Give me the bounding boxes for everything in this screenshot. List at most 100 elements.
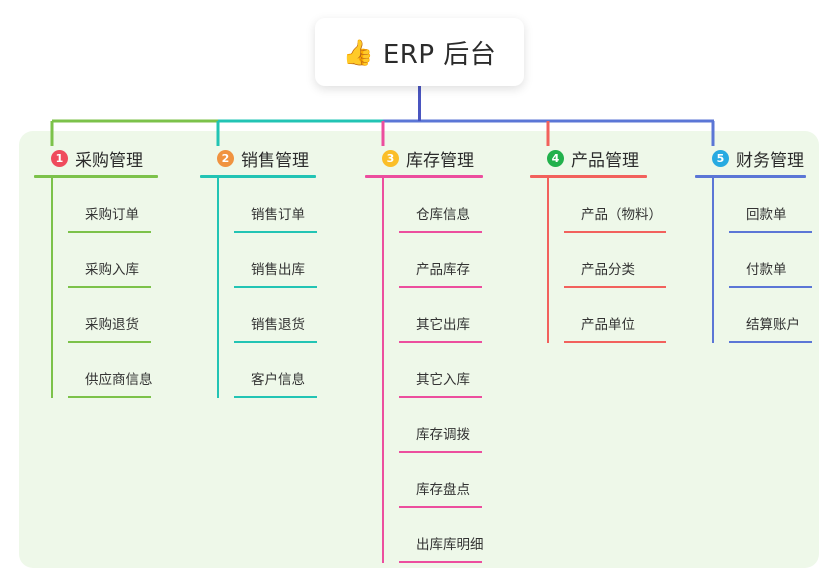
leaf-node-underline [399, 341, 482, 343]
leaf-node[interactable]: 库存调拨 [382, 398, 483, 453]
leaf-node-label: 其它出库 [416, 317, 470, 333]
leaf-node-label: 产品库存 [416, 262, 470, 278]
branch-title: 产品管理 [571, 150, 639, 171]
leaf-node-underline [234, 341, 317, 343]
leaf-node-underline [68, 396, 151, 398]
branch-column-5: 5 财务管理回款单付款单结算账户 [695, 145, 812, 343]
branch-children: 销售订单销售出库销售退货客户信息 [200, 178, 317, 398]
leaf-node-underline [68, 231, 151, 233]
leaf-node-underline [729, 286, 812, 288]
leaf-node-label: 其它入库 [416, 372, 470, 388]
branch-title: 库存管理 [406, 150, 474, 171]
leaf-node[interactable]: 销售退货 [217, 288, 317, 343]
leaf-node-label: 销售订单 [251, 207, 305, 223]
leaf-node[interactable]: 库存盘点 [382, 453, 483, 508]
branch-spine [217, 178, 219, 398]
branch-header-5[interactable]: 5 财务管理 [695, 145, 806, 171]
leaf-node-underline [234, 231, 317, 233]
branch-header-4[interactable]: 4 产品管理 [530, 145, 647, 171]
leaf-node-label: 结算账户 [746, 317, 800, 333]
branch-column-1: 1 采购管理采购订单采购入库采购退货供应商信息 [34, 145, 158, 398]
branch-title: 销售管理 [241, 150, 309, 171]
leaf-node-underline [399, 451, 482, 453]
leaf-node-label: 供应商信息 [85, 372, 153, 388]
leaf-node[interactable]: 采购入库 [51, 233, 158, 288]
leaf-node[interactable]: 出库库明细 [382, 508, 484, 563]
branch-header-3[interactable]: 3 库存管理 [365, 145, 483, 171]
leaf-node[interactable]: 其它入库 [382, 343, 483, 398]
leaf-node-underline [729, 231, 812, 233]
leaf-node-underline [564, 341, 666, 343]
leaf-node[interactable]: 销售订单 [217, 178, 317, 233]
root-node-title: ERP 后台 [382, 39, 497, 70]
leaf-node-underline [234, 396, 317, 398]
branch-spine [51, 178, 53, 398]
leaf-node[interactable]: 供应商信息 [51, 343, 158, 398]
leaf-node[interactable]: 产品分类 [547, 233, 666, 288]
branch-spine [712, 178, 714, 343]
branch-underline [365, 175, 483, 178]
leaf-node-underline [399, 231, 482, 233]
thumbs-up-icon: 👍 [342, 37, 374, 67]
diagram-background-panel [19, 131, 819, 568]
leaf-node[interactable]: 销售出库 [217, 233, 317, 288]
leaf-node[interactable]: 结算账户 [712, 288, 812, 343]
branch-number-badge: 5 [712, 149, 729, 167]
leaf-node-label: 库存调拨 [416, 427, 470, 443]
branch-children: 回款单付款单结算账户 [695, 178, 812, 343]
leaf-node-underline [399, 396, 482, 398]
leaf-node-label: 产品单位 [581, 317, 635, 333]
leaf-node-label: 产品分类 [581, 262, 635, 278]
leaf-node-label: 产品（物料） [581, 207, 662, 223]
leaf-node-label: 采购订单 [85, 207, 139, 223]
leaf-node[interactable]: 产品库存 [382, 233, 483, 288]
leaf-node-underline [399, 561, 482, 563]
leaf-node[interactable]: 采购订单 [51, 178, 158, 233]
leaf-node-label: 客户信息 [251, 372, 305, 388]
branch-children: 采购订单采购入库采购退货供应商信息 [34, 178, 158, 398]
branch-column-2: 2 销售管理销售订单销售出库销售退货客户信息 [200, 145, 317, 398]
branch-title: 财务管理 [736, 150, 804, 171]
leaf-node[interactable]: 其它出库 [382, 288, 483, 343]
leaf-node-label: 采购退货 [85, 317, 139, 333]
branch-number-badge: 4 [547, 149, 564, 167]
leaf-node-underline [68, 286, 151, 288]
leaf-node-underline [564, 286, 666, 288]
branch-spine [547, 178, 549, 343]
leaf-node-underline [564, 231, 666, 233]
leaf-node-underline [729, 341, 812, 343]
leaf-node[interactable]: 产品（物料） [547, 178, 666, 233]
root-node[interactable]: 👍 ERP 后台 [315, 18, 524, 86]
leaf-node[interactable]: 产品单位 [547, 288, 666, 343]
branch-column-4: 4 产品管理产品（物料） 产品分类产品单位 [530, 145, 666, 343]
leaf-node-label: 回款单 [746, 207, 787, 223]
branch-underline [34, 175, 158, 178]
leaf-node[interactable]: 付款单 [712, 233, 812, 288]
branch-underline [530, 175, 647, 178]
leaf-node-underline [234, 286, 317, 288]
leaf-node[interactable]: 回款单 [712, 178, 812, 233]
leaf-node[interactable]: 采购退货 [51, 288, 158, 343]
branch-children: 产品（物料） 产品分类产品单位 [530, 178, 666, 343]
leaf-node-label: 付款单 [746, 262, 787, 278]
branch-number-badge: 1 [51, 149, 68, 167]
leaf-node-label: 出库库明细 [416, 537, 484, 553]
branch-children: 仓库信息产品库存其它出库其它入库库存调拨库存盘点出库库明细 [365, 178, 484, 563]
branch-number-badge: 3 [382, 149, 399, 167]
branch-spine [382, 178, 384, 563]
branch-header-1[interactable]: 1 采购管理 [34, 145, 158, 171]
leaf-node-label: 仓库信息 [416, 207, 470, 223]
leaf-node[interactable]: 仓库信息 [382, 178, 483, 233]
branch-column-3: 3 库存管理仓库信息产品库存其它出库其它入库库存调拨库存盘点出库库明细 [365, 145, 484, 563]
leaf-node-label: 销售出库 [251, 262, 305, 278]
branch-title: 采购管理 [75, 150, 143, 171]
leaf-node-underline [68, 341, 151, 343]
branch-number-badge: 2 [217, 149, 234, 167]
leaf-node[interactable]: 客户信息 [217, 343, 317, 398]
leaf-node-underline [399, 286, 482, 288]
branch-header-2[interactable]: 2 销售管理 [200, 145, 316, 171]
leaf-node-label: 采购入库 [85, 262, 139, 278]
leaf-node-underline [399, 506, 482, 508]
branch-underline [200, 175, 316, 178]
